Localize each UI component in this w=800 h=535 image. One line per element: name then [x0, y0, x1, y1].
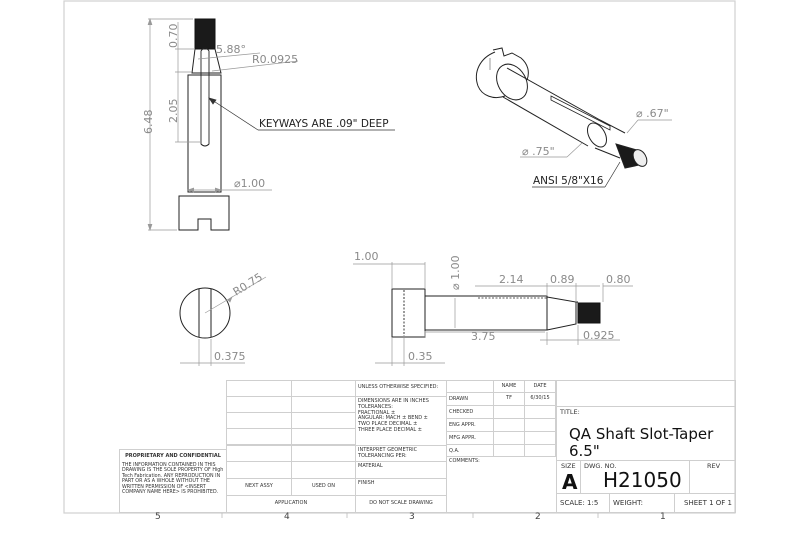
tolerances-block: DIMENSIONS ARE IN INCHES TOLERANCES: FRA… [355, 396, 447, 446]
drawing-title: QA Shaft Slot-Taper 6.5" [569, 425, 714, 461]
zone-number: 1 [660, 512, 666, 522]
approval-row-name: TF [493, 392, 525, 406]
finish-label: FINISH [355, 478, 447, 496]
dim-overall-length: 6.48 [142, 110, 155, 135]
approval-row-label: MFG APPR. [446, 431, 494, 445]
dim-taper-length: 0.89 [550, 273, 575, 286]
dim-thread-length: 0.70 [167, 24, 180, 49]
dim-iso-taper-diameter: ⌀ .75" [522, 145, 555, 158]
approval-row-date [524, 418, 556, 432]
dwg-no-label: DWG. NO. [584, 462, 617, 470]
approval-row-name [493, 418, 525, 432]
rev-cell [291, 461, 356, 479]
dim-front-diameter: ⌀1.00 [234, 177, 265, 190]
zone-number: 4 [284, 512, 290, 522]
do-not-scale-label: DO NOT SCALE DRAWING [355, 495, 447, 513]
dim-tip-length: 0.925 [583, 329, 615, 342]
side-view [391, 288, 601, 338]
zone-number: 5 [155, 512, 161, 522]
rev-cell [226, 428, 292, 445]
dim-shaft-length: 3.75 [471, 330, 496, 343]
rev-cell [291, 412, 356, 429]
approval-row-name [493, 431, 525, 445]
sheet-label: SHEET 1 OF 1 [674, 493, 736, 513]
interpret-label: INTERPRET GEOMETRIC TOLERANCING PER: [355, 445, 447, 462]
unless-specified-label: UNLESS OTHERWISE SPECIFIED: [355, 380, 447, 397]
isometric-dimensions [520, 119, 672, 188]
zone-number: 2 [535, 512, 541, 522]
rev-cell [291, 428, 356, 445]
sheet-border [63, 0, 736, 514]
used-on-label: USED ON [291, 478, 356, 496]
proprietary-text: THE INFORMATION CONTAINED IN THIS DRAWIN… [122, 462, 224, 496]
side-dimensions [353, 262, 633, 366]
isometric-view [475, 47, 648, 169]
approval-row-label: ENG APPR. [446, 418, 494, 432]
comments-box: COMMENTS: [446, 456, 557, 513]
approval-row-date [524, 405, 556, 419]
rev-cell [291, 396, 356, 413]
dim-taper-angle: 5.88° [216, 43, 246, 56]
approval-row-label: CHECKED [446, 405, 494, 419]
weight-label: WEIGHT: [609, 493, 675, 513]
rev-cell [291, 380, 356, 397]
rev-cell [226, 412, 292, 429]
zone-number: 3 [409, 512, 415, 522]
dim-iso-small-diameter: ⌀ .67" [636, 107, 669, 120]
scale-label: SCALE: 1:5 [556, 493, 610, 513]
proprietary-heading: PROPRIETARY AND CONFIDENTIAL [125, 453, 221, 459]
size-value: A [562, 470, 578, 494]
title-label: TITLE: [560, 408, 580, 416]
front-dimensions [147, 17, 395, 232]
dim-slot-width: 0.375 [214, 350, 246, 363]
rev-cell [226, 396, 292, 413]
next-assy-label: NEXT ASSY [226, 478, 292, 496]
dwg-no-value: H21050 [603, 468, 682, 492]
dim-fillet-radius: R0.0925 [252, 53, 298, 66]
thread-note: ANSI 5/8"X16 [533, 175, 604, 187]
dim-keyway-length-side: 2.14 [499, 273, 524, 286]
comments-label: COMMENTS: [449, 458, 480, 464]
rev-cell [226, 380, 292, 397]
proprietary-block: PROPRIETARY AND CONFIDENTIAL THE INFORMA… [119, 449, 227, 513]
dim-head-length: 1.00 [354, 250, 379, 263]
front-view [178, 18, 230, 231]
end-dimensions [180, 276, 267, 366]
dim-thread-length-side: 0.80 [606, 273, 631, 286]
dim-slot-depth: 0.35 [408, 350, 433, 363]
rev-cell [226, 461, 292, 479]
title-box: TITLE: QA Shaft Slot-Taper 6.5" [556, 406, 736, 461]
keyway-note: KEYWAYS ARE .09" DEEP [259, 118, 389, 130]
dwg-no-box: DWG. NO. H21050 [580, 460, 690, 494]
title-top-blank [556, 380, 736, 407]
dim-end-radius: R0.75 [231, 270, 265, 298]
approval-row-date [524, 431, 556, 445]
size-label: SIZE [561, 462, 576, 470]
rev-box: REV [689, 460, 736, 494]
approval-row-name [493, 405, 525, 419]
rev-label: REV [707, 462, 721, 470]
dim-keyway-length: 2.05 [167, 99, 180, 124]
approval-row-label: DRAWN [446, 392, 494, 406]
rev-cell [291, 445, 356, 462]
end-view [179, 287, 231, 339]
material-label: MATERIAL [355, 461, 447, 479]
application-label: APPLICATION [226, 495, 356, 513]
approval-row-date: 6/30/15 [524, 392, 556, 406]
size-box: SIZE A [556, 460, 581, 494]
dim-side-diameter: ⌀ 1.00 [449, 255, 462, 290]
rev-cell [226, 445, 292, 462]
